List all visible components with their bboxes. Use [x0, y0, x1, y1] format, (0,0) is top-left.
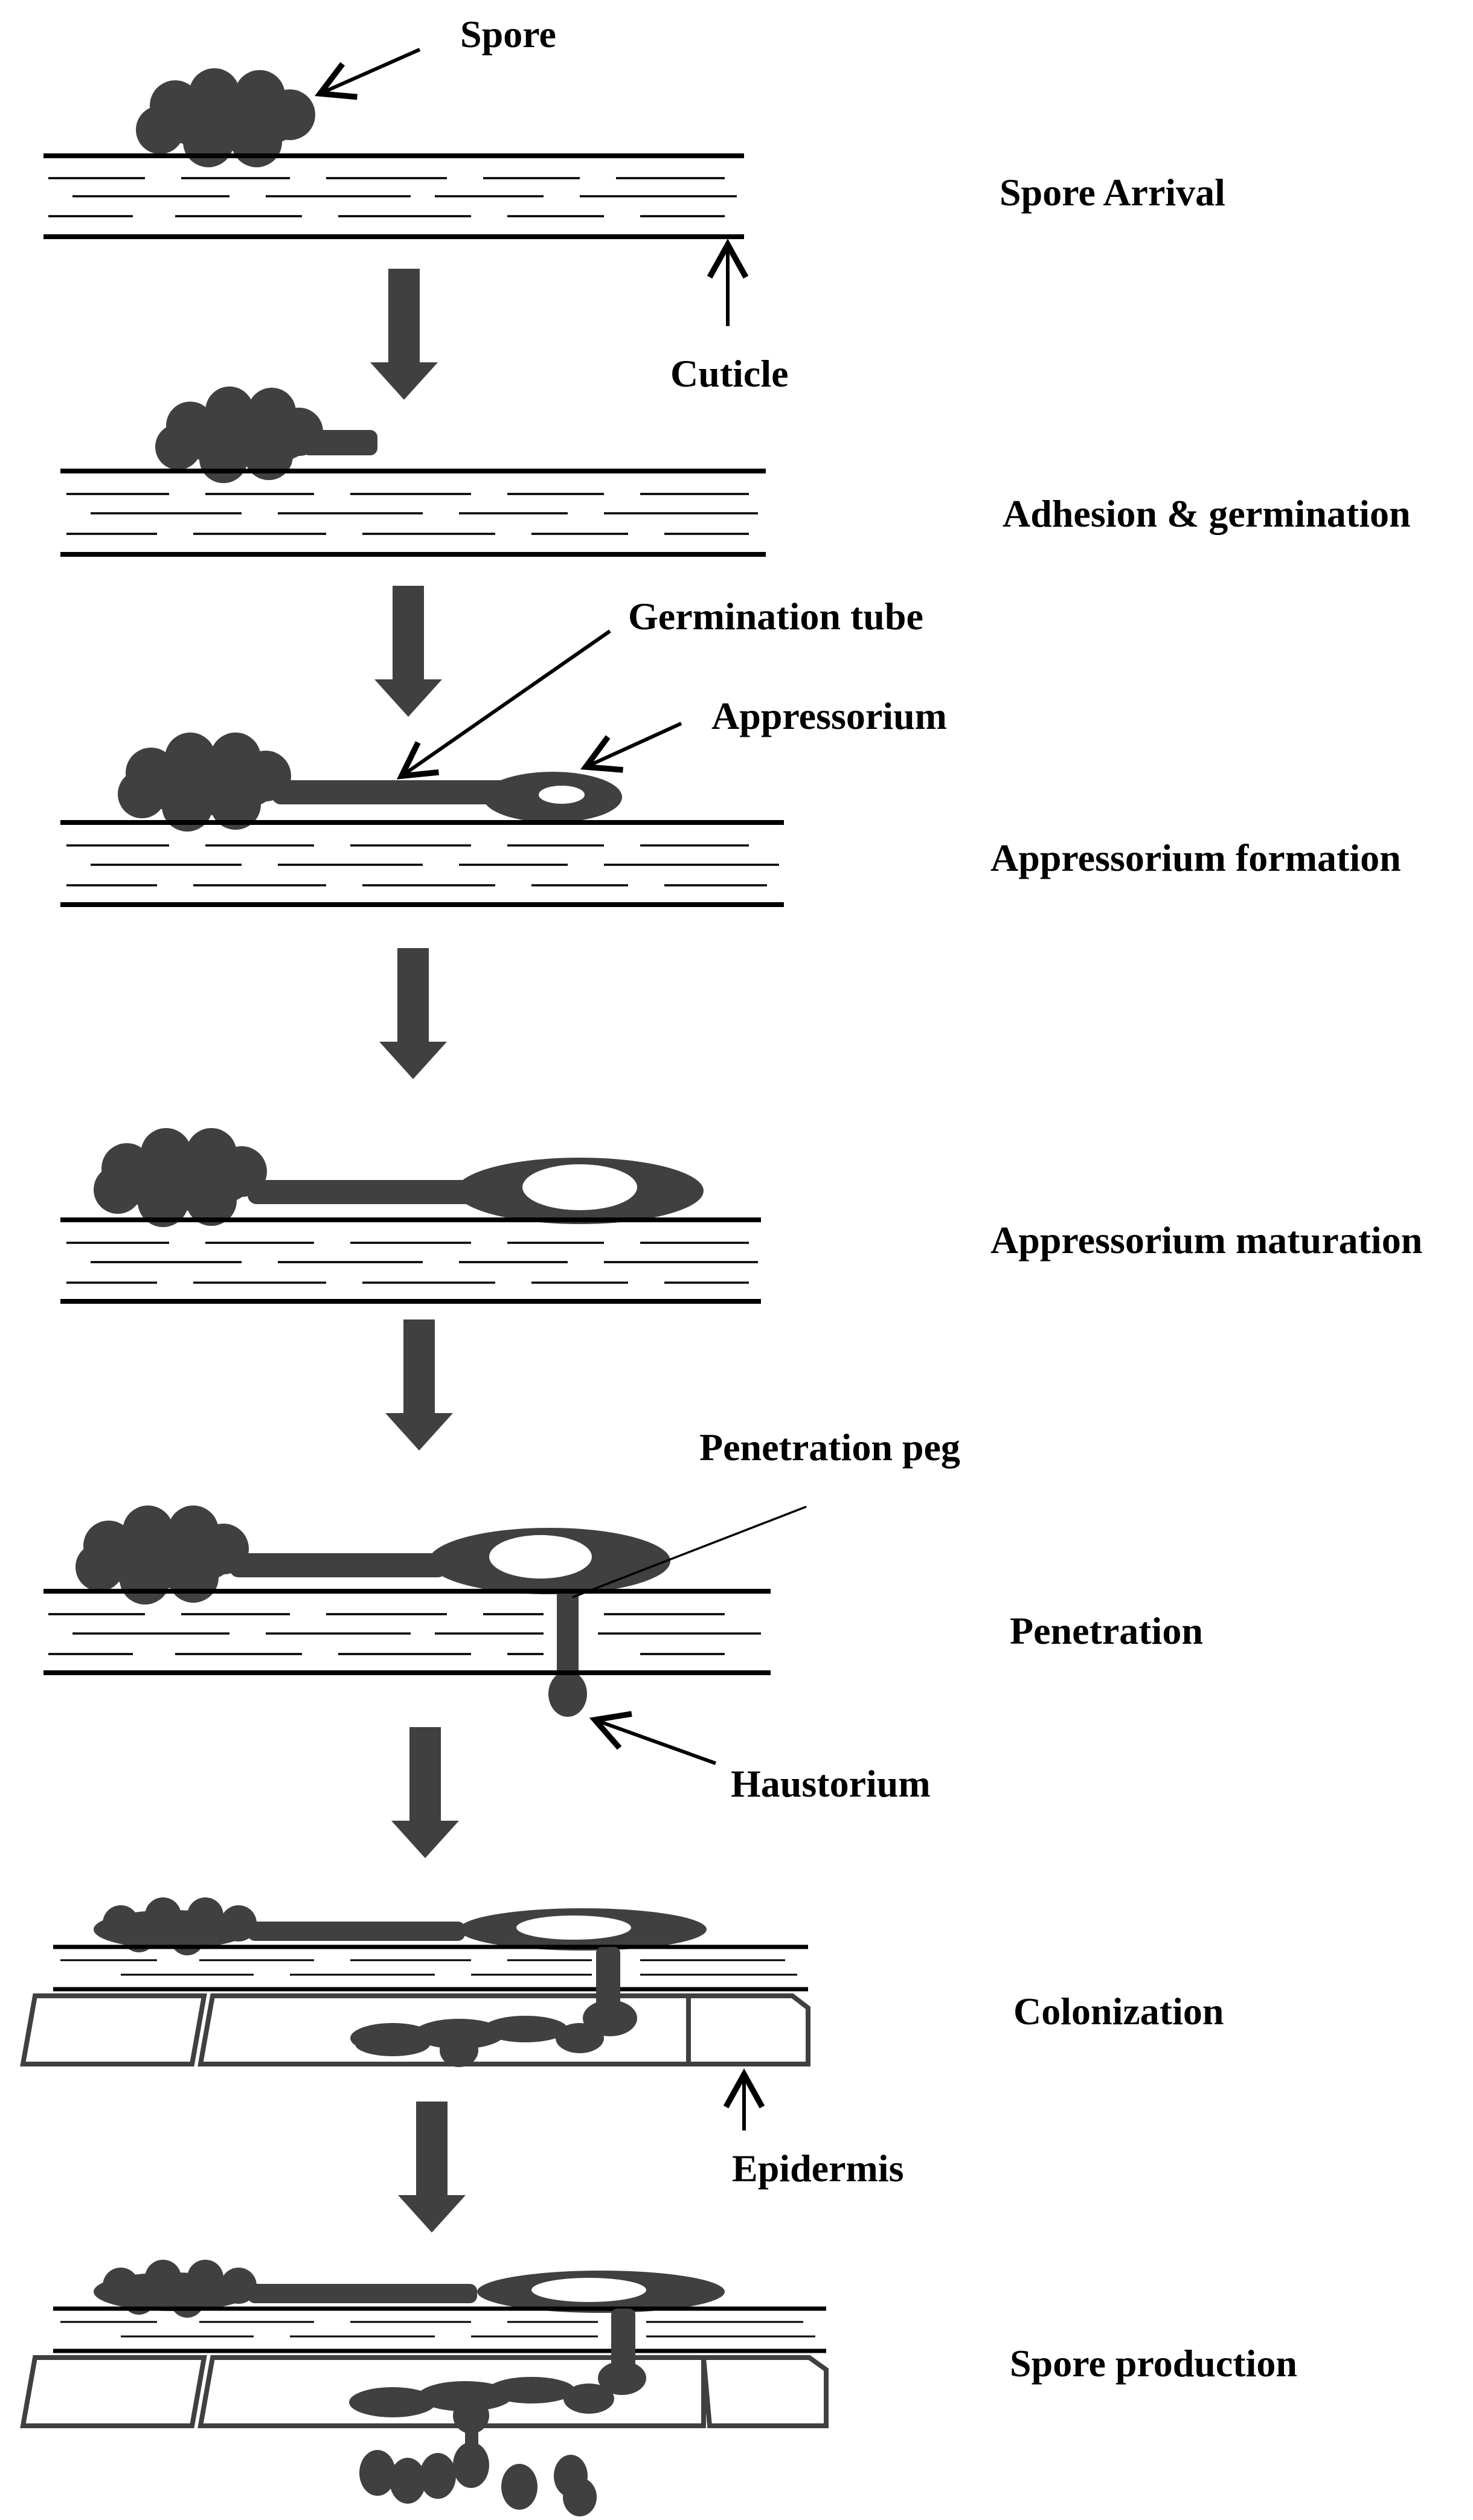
callout-cuticle: Cuticle: [670, 352, 789, 395]
germination-tube-pointer: [396, 629, 611, 780]
appressorium-pointer: [580, 722, 682, 773]
appressorium-vacuole: [489, 1535, 592, 1579]
penetration-peg-pointer: [572, 1505, 807, 1598]
down-arrow-3: [379, 948, 447, 1079]
callout-haustorium: Haustorium: [731, 1762, 931, 1805]
appressorium-vacuole: [531, 2278, 646, 2302]
haustorium-pointer: [589, 1711, 717, 1765]
down-arrow-6: [398, 2102, 466, 2233]
hyphae: [350, 1947, 637, 2067]
germination-tube: [272, 780, 513, 804]
cuticle-layer: [60, 1217, 761, 1304]
stage-appressorium-maturation: [60, 1128, 761, 1304]
down-arrow-5: [391, 1727, 459, 1858]
epidermis-cells: [20, 1993, 810, 2066]
down-arrow-2: [374, 586, 442, 717]
appressorium-vacuole: [539, 786, 585, 804]
stage-label-2: Adhesion & germination: [1003, 492, 1411, 535]
stage-label-1: Spore Arrival: [1000, 171, 1225, 214]
stage-label-3: Appressorium formation: [990, 836, 1401, 879]
callout-epidermis: Epidermis: [732, 2147, 903, 2190]
cuticle-layer: [43, 1589, 771, 1675]
penetration-peg: [557, 1588, 579, 1679]
spore-cluster: [155, 386, 377, 483]
stage-adhesion-germination: [60, 386, 766, 557]
spore-cluster: [94, 2260, 257, 2318]
stage-label-5: Penetration: [1010, 1609, 1203, 1652]
stage-appressorium-formation: [60, 733, 784, 907]
cuticle-layer: [60, 469, 766, 557]
haustorium: [548, 1671, 587, 1717]
down-arrow-1: [370, 269, 438, 400]
cuticle-layer: [53, 2306, 826, 2353]
callout-appressorium: Appressorium: [711, 694, 947, 737]
epidermis-cells: [20, 2355, 829, 2428]
spore-cluster: [136, 68, 315, 167]
stage-label-6: Colonization: [1013, 1990, 1224, 2033]
callout-germination-tube: Germination tube: [628, 595, 923, 638]
germination-tube: [248, 2284, 477, 2303]
spore-cluster: [118, 733, 291, 832]
stage-colonization: [20, 1897, 810, 2067]
appressorium-vacuole: [516, 1916, 631, 1940]
hyphae: [349, 2309, 646, 2434]
stage-spore-production: [20, 2260, 829, 2516]
stage-penetration: [43, 1505, 771, 1717]
germination-tube: [229, 1553, 447, 1577]
callout-penetration-peg: Penetration peg: [699, 1426, 960, 1469]
down-arrow-4: [385, 1319, 453, 1451]
new-spores: [359, 2416, 597, 2516]
germination-tube: [248, 1180, 477, 1204]
cuticle-layer: [43, 153, 744, 239]
cuticle-layer: [53, 1945, 808, 1992]
germination-tube: [248, 1922, 465, 1941]
cuticle-layer: [60, 820, 784, 907]
appressorium-vacuole: [522, 1164, 637, 1210]
spore-cluster: [94, 1128, 267, 1227]
stage-label-4: Appressorium maturation: [990, 1219, 1422, 1262]
callout-spore: Spore: [460, 13, 556, 56]
stage-spore-arrival: [43, 68, 744, 239]
spore-pointer: [314, 48, 421, 100]
stage-label-7: Spore production: [1010, 2342, 1297, 2385]
